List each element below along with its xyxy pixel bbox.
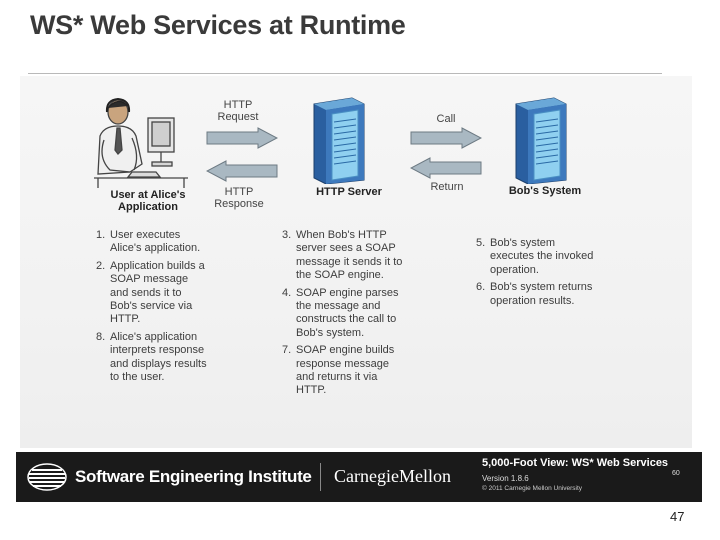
http-response-label: HTTP Response (214, 186, 264, 210)
step-item: 5. Bob's system executes the invoked oper… (476, 237, 596, 277)
footer-divider (320, 463, 321, 491)
step-number: 7. (282, 344, 292, 357)
step-text: SOAP engine builds response message and … (296, 344, 395, 397)
steps-column-2: 3. When Bob's HTTP server sees a SOAP mes… (282, 229, 408, 402)
step-item: 7. SOAP engine builds response message an… (282, 344, 408, 398)
step-number: 8. (96, 330, 106, 343)
step-text: Bob's system executes the invoked operat… (490, 237, 594, 276)
step-number: 2. (96, 259, 106, 272)
step-text: SOAP engine parses the message and const… (296, 286, 399, 339)
footer-slide-number: 60 (672, 470, 680, 477)
step-item: 4. SOAP engine parses the message and con… (282, 287, 408, 341)
step-item: 3. When Bob's HTTP server sees a SOAP mes… (282, 229, 408, 283)
step-item: 1. User executes Alice's application. (96, 229, 208, 256)
user-label: User at Alice's Application (110, 189, 186, 213)
bobs-system-server-icon (515, 97, 567, 184)
title-divider (28, 73, 662, 74)
step-number: 1. (96, 229, 106, 241)
step-text: User executes Alice's application. (110, 229, 201, 255)
call-label: Call (436, 113, 456, 125)
step-text: Application builds a SOAP message and se… (110, 259, 205, 326)
course-title: 5,000-Foot View: WS* Web Services (482, 457, 669, 469)
step-text: Alice's application interprets response … (110, 330, 207, 384)
request-arrow-icon (206, 127, 278, 149)
step-item: 8. Alice's application interprets respons… (96, 331, 208, 385)
step-item: 2. Application builds a SOAP message and … (96, 260, 208, 327)
step-item: 6. Bob's system returns operation results… (476, 281, 596, 308)
return-arrow-icon (410, 157, 482, 179)
steps-column-1: 1. User executes Alice's application. 2. A… (96, 229, 208, 388)
course-version: Version 1.8.6 (482, 474, 529, 483)
slide-title: WS* Web Services at Runtime (30, 10, 406, 40)
call-arrow-icon (410, 127, 482, 149)
step-number: 3. (282, 229, 292, 241)
cmu-name: CarnegieMellon (334, 466, 451, 486)
response-arrow-icon (206, 160, 278, 182)
http-request-label: HTTP Request (217, 99, 259, 123)
footer-bar: Software Engineering Institute CarnegieM… (16, 452, 702, 502)
http-server-icon (313, 97, 365, 184)
user-at-computer-illustration (94, 97, 188, 188)
page-number: 47 (670, 509, 685, 524)
step-text: Bob's system returns operation results. (490, 281, 593, 307)
step-text: When Bob's HTTP server sees a SOAP messa… (296, 229, 403, 282)
step-number: 6. (476, 281, 486, 294)
step-number: 5. (476, 237, 486, 249)
sei-logo-icon (27, 463, 67, 491)
return-label: Return (430, 181, 464, 193)
bobs-system-label: Bob's System (508, 185, 582, 197)
copyright: © 2011 Carnegie Mellon University (482, 485, 583, 492)
steps-column-3: 5. Bob's system executes the invoked oper… (476, 237, 596, 312)
http-server-label: HTTP Server (316, 186, 382, 198)
step-number: 4. (282, 286, 292, 299)
sei-name: Software Engineering Institute (75, 467, 312, 486)
